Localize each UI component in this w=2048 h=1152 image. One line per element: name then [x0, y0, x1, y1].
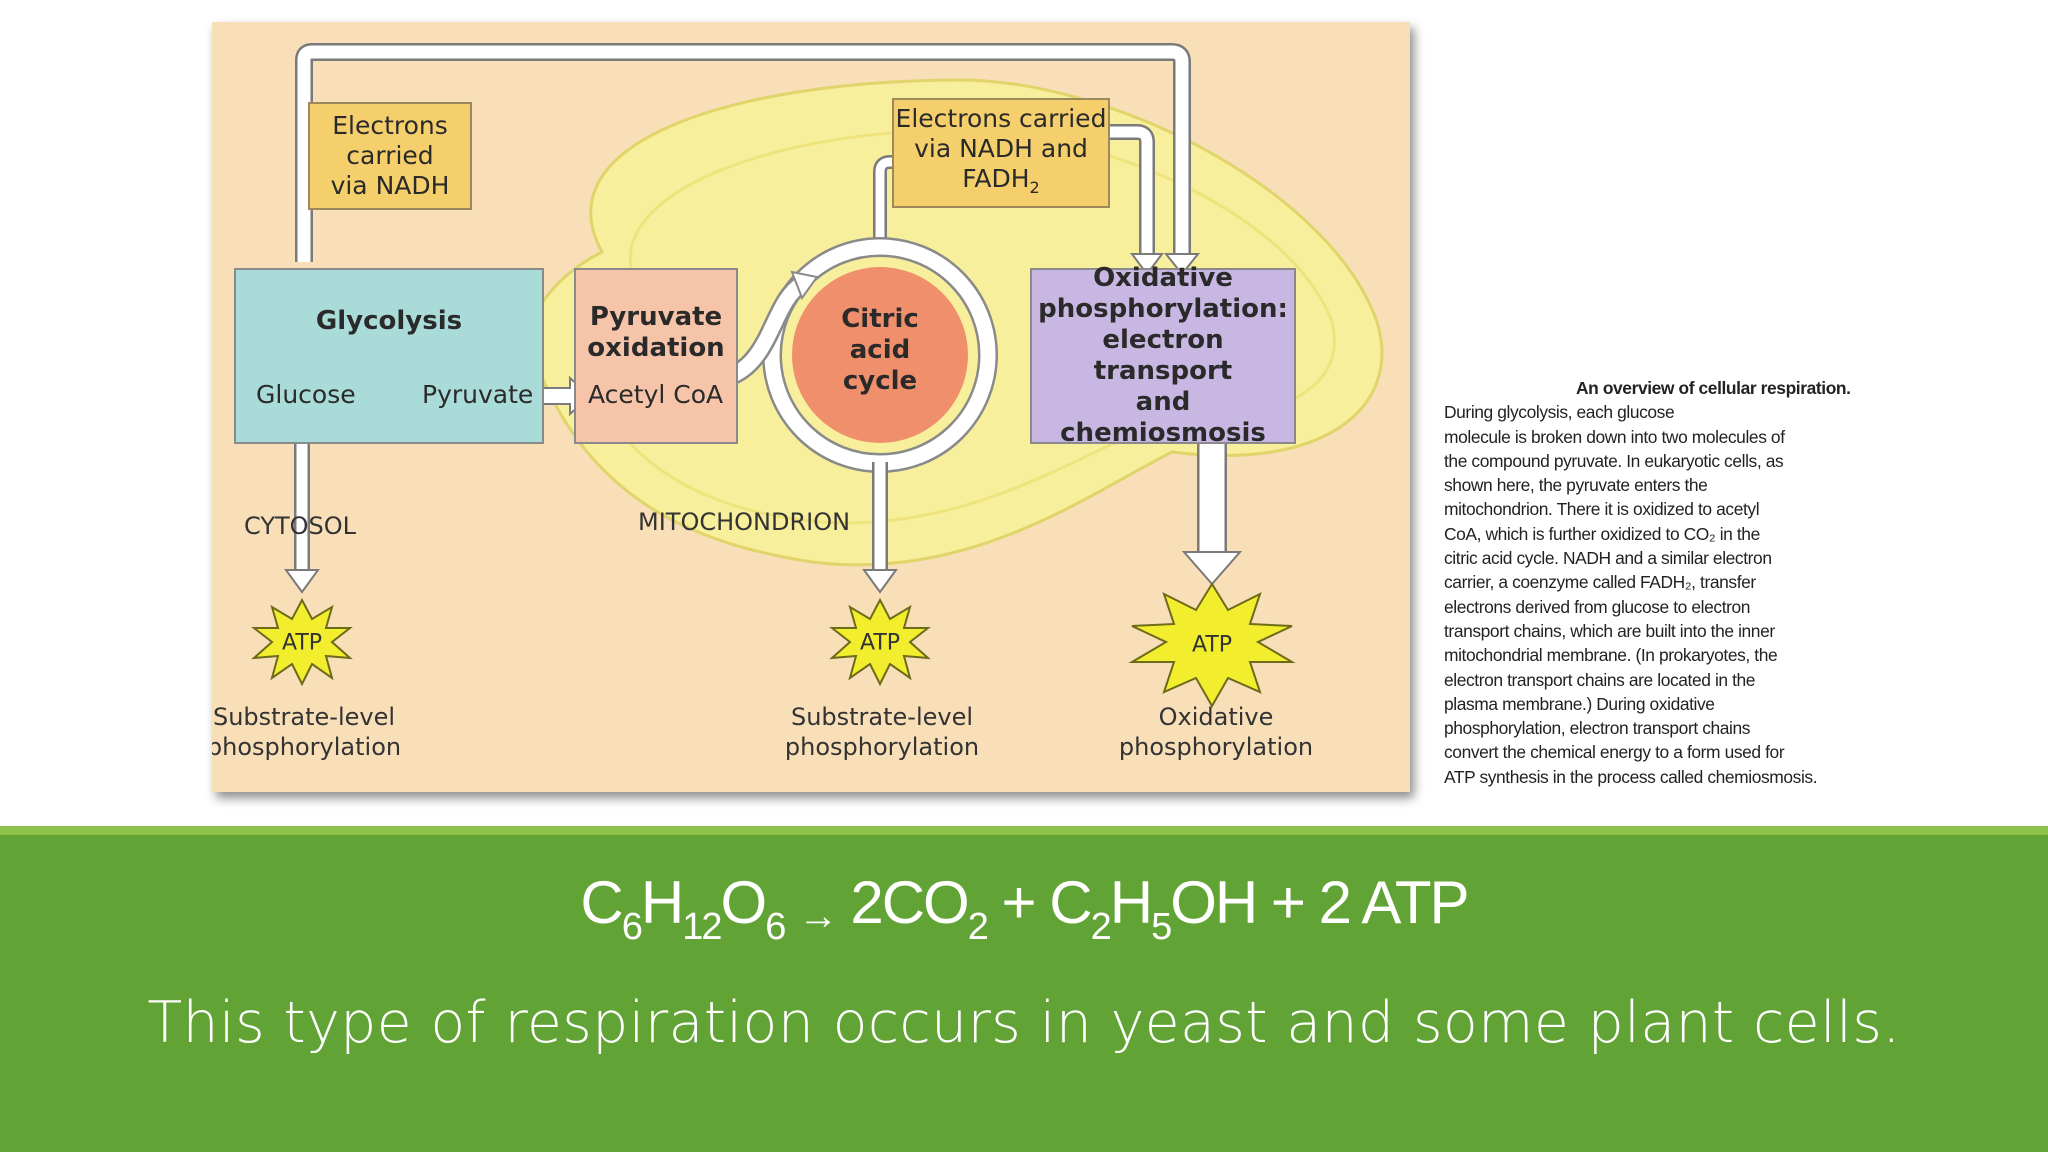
pyruvate-oxidation-box: Pyruvate oxidation Acetyl CoA — [574, 268, 738, 444]
eq-c2: C — [1049, 869, 1092, 936]
fadh-subscript: 2 — [1029, 177, 1040, 197]
caption-line: citric acid cycle. NADH and a similar el… — [1444, 548, 1772, 569]
eq-c-sub: 6 — [621, 906, 643, 948]
substrate-level-label-1: Substrate-level phosphorylation — [212, 702, 401, 762]
eq-co2: 2CO — [850, 869, 969, 936]
caption-line: plasma membrane.) During oxidative — [1444, 693, 1715, 714]
citric-circle — [792, 267, 968, 443]
caption-line: CoA, which is further oxidized to CO₂ in… — [1444, 523, 1760, 544]
eq-o-sub: 6 — [765, 906, 786, 948]
caption-line: transport chains, which are built into t… — [1444, 620, 1775, 641]
electrons-fadh-line-2: via NADH and — [914, 133, 1088, 163]
atp-label-1: ATP — [281, 630, 323, 656]
oxidative-line-1: Oxidative — [1093, 263, 1233, 293]
oxidative-line-4: and — [1135, 387, 1191, 417]
eq-oh: OH — [1170, 869, 1258, 936]
eq-co2-sub: 2 — [967, 906, 989, 948]
pyruvate-label: Pyruvate — [422, 380, 534, 409]
eq-o: O — [720, 869, 768, 936]
acetyl-coa-label: Acetyl CoA — [588, 380, 724, 409]
eq-plus-1: + — [1001, 869, 1037, 936]
eq-h5-sub: 5 — [1151, 906, 1172, 948]
oxidative-line-3: electron transport — [1093, 325, 1233, 386]
caption-title: An overview of cellular respiration. — [1576, 378, 1851, 398]
caption-line: phosphorylation, electron transport chai… — [1444, 718, 1751, 739]
electrons-nadh-fadh-box: Electrons carried via NADH and FADH2 — [892, 98, 1110, 208]
electrons-fadh-line-1: Electrons carried — [895, 103, 1107, 133]
oxidative-line-2: phosphorylation: — [1038, 294, 1288, 324]
eq-h5: H — [1109, 869, 1153, 936]
eq-h: H — [640, 869, 684, 936]
caption-line: mitochondrial membrane. (In prokaryotes,… — [1444, 645, 1778, 666]
caption-line: electron transport chains are located in… — [1444, 669, 1756, 690]
electrons-nadh-box: Electrons carried via NADH — [308, 102, 472, 210]
caption-line: mitochondrion. There it is oxidized to a… — [1444, 499, 1760, 520]
electrons-nadh-line-1: Electrons — [332, 111, 448, 140]
eq-arrow: → — [798, 894, 838, 938]
substrate-level-label-2: Substrate-level phosphorylation — [785, 702, 979, 762]
eq-c: C — [580, 869, 623, 936]
under1-line-1: Substrate-level — [212, 703, 396, 731]
caption-line: electrons derived from glucose to electr… — [1444, 596, 1751, 617]
glucose-label: Glucose — [256, 380, 356, 409]
cytosol-label: CYTOSOL — [244, 512, 357, 540]
under1-line-2: phosphorylation — [212, 733, 402, 761]
eq-h-sub: 12 — [682, 906, 722, 948]
pyruvate-oxidation-line-1: Pyruvate — [589, 302, 723, 332]
eq-c2-sub: 2 — [1090, 906, 1112, 948]
caption-line: the compound pyruvate. In eukaryotic cel… — [1444, 450, 1784, 471]
under2-line-2: phosphorylation — [784, 733, 980, 761]
citric-line-2: acid — [849, 335, 911, 365]
citric-line-3: cycle — [842, 366, 918, 396]
glycolysis-box: Glycolysis Glucose Pyruvate — [234, 268, 544, 444]
nadh-arrowhead — [1163, 253, 1201, 276]
electrons-nadh-line-3: via NADH — [330, 171, 450, 200]
eq-atp: 2 ATP — [1318, 869, 1470, 936]
pyruvate-oxidation-line-2: oxidation — [587, 333, 725, 363]
under3-line-2: phosphorylation — [1118, 733, 1314, 761]
under3-line-1: Oxidative — [1158, 703, 1274, 731]
caption-line: convert the chemical energy to a form us… — [1444, 742, 1785, 763]
electrons-fadh-line-3: FADH2 — [962, 164, 1039, 203]
under2-line-1: Substrate-level — [790, 703, 974, 731]
caption-line: carrier, a coenzyme called FADH₂, transf… — [1444, 572, 1756, 593]
atp-star-2 — [829, 597, 931, 687]
green-band — [0, 835, 2048, 1152]
eq-plus-2: + — [1270, 869, 1306, 936]
atp-star-3 — [1128, 582, 1296, 709]
figure-caption: An overview of cellular respiration. Dur… — [1444, 376, 1860, 789]
citric-line-1: Citric — [841, 304, 919, 334]
mitochondrion-label: MITOCHONDRION — [638, 508, 851, 536]
caption-line: shown here, the pyruvate enters the — [1444, 475, 1708, 496]
oxidative-line-5: chemiosmosis — [1060, 418, 1266, 448]
caption-line: ATP synthesis in the process called chem… — [1444, 766, 1818, 787]
cellular-respiration-figure: Electrons carried via NADH Electrons car… — [212, 22, 1410, 792]
atp-label-2: ATP — [859, 630, 901, 656]
fadh-label: FADH — [962, 163, 1030, 193]
atp-star-1 — [251, 597, 353, 687]
slide-subtitle: This type of respiration occurs in yeast… — [147, 990, 1901, 1056]
glycolysis-title: Glycolysis — [315, 306, 463, 336]
oxidative-phosphorylation-box: Oxidative phosphorylation: electron tran… — [1030, 263, 1296, 448]
oxidative-phosphorylation-label: Oxidative phosphorylation — [1119, 702, 1313, 762]
citric-acid-cycle-label: Citric acid cycle — [800, 304, 960, 397]
caption-line: molecule is broken down into two molecul… — [1444, 426, 1785, 447]
caption-line: During glycolysis, each glucose — [1444, 402, 1675, 423]
electrons-nadh-line-2: carried — [346, 141, 434, 170]
band-top-accent — [0, 826, 2048, 835]
fermentation-equation: C6H12O6→2CO2 + C2H5OH + 2 ATP — [0, 868, 2048, 949]
atp-label-3: ATP — [1191, 632, 1233, 658]
